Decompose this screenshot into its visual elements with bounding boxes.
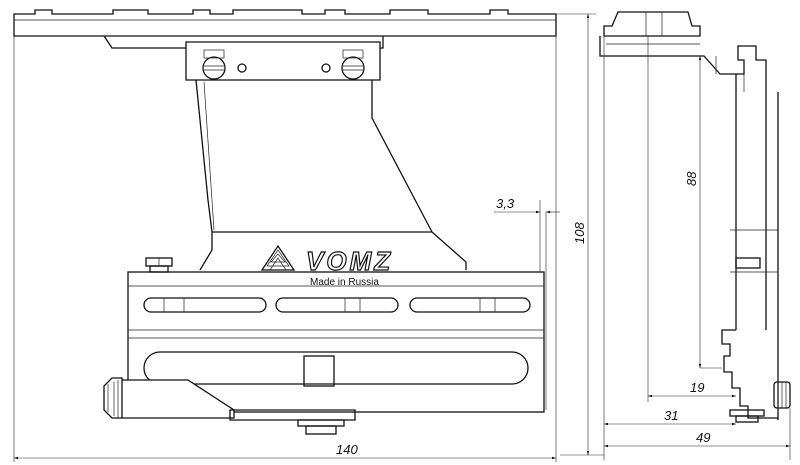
mount-block [127, 271, 545, 413]
brand-tagline: Made in Russia [310, 277, 379, 288]
pin-hole [321, 63, 331, 73]
dim-overall-height: 108 [572, 222, 587, 244]
lock-nut [303, 355, 335, 387]
front-view: VOMZ Made in Russia [13, 9, 557, 435]
dim-offset: 3,3 [496, 196, 515, 211]
dim-depth-total: 49 [696, 430, 710, 445]
side-screw [735, 257, 761, 269]
slot-middle [275, 297, 399, 313]
set-screw-icon [145, 257, 173, 273]
lock-lever [103, 377, 356, 435]
vomz-logo-icon [260, 244, 296, 271]
pin-hole [237, 63, 247, 73]
side-view [599, 11, 791, 423]
clamp-plate [103, 35, 384, 49]
dim-bracket-height: 88 [684, 171, 699, 186]
bracket-body [195, 79, 467, 271]
slot-left [143, 297, 267, 313]
lock-slot [143, 351, 529, 385]
picatinny-rail [13, 9, 557, 37]
dimensions: 3,3 108 88 19 31 49 140 [13, 13, 791, 462]
screw-right-icon [341, 49, 365, 80]
slot-right [409, 297, 531, 313]
dim-overall-length: 140 [336, 442, 358, 457]
side-rail [603, 11, 701, 37]
screw-left-icon [202, 49, 226, 80]
side-lever-knob-icon [773, 381, 791, 409]
dim-depth-mid: 31 [664, 408, 678, 423]
side-column [735, 74, 779, 420]
dim-depth-inner: 19 [690, 380, 704, 395]
